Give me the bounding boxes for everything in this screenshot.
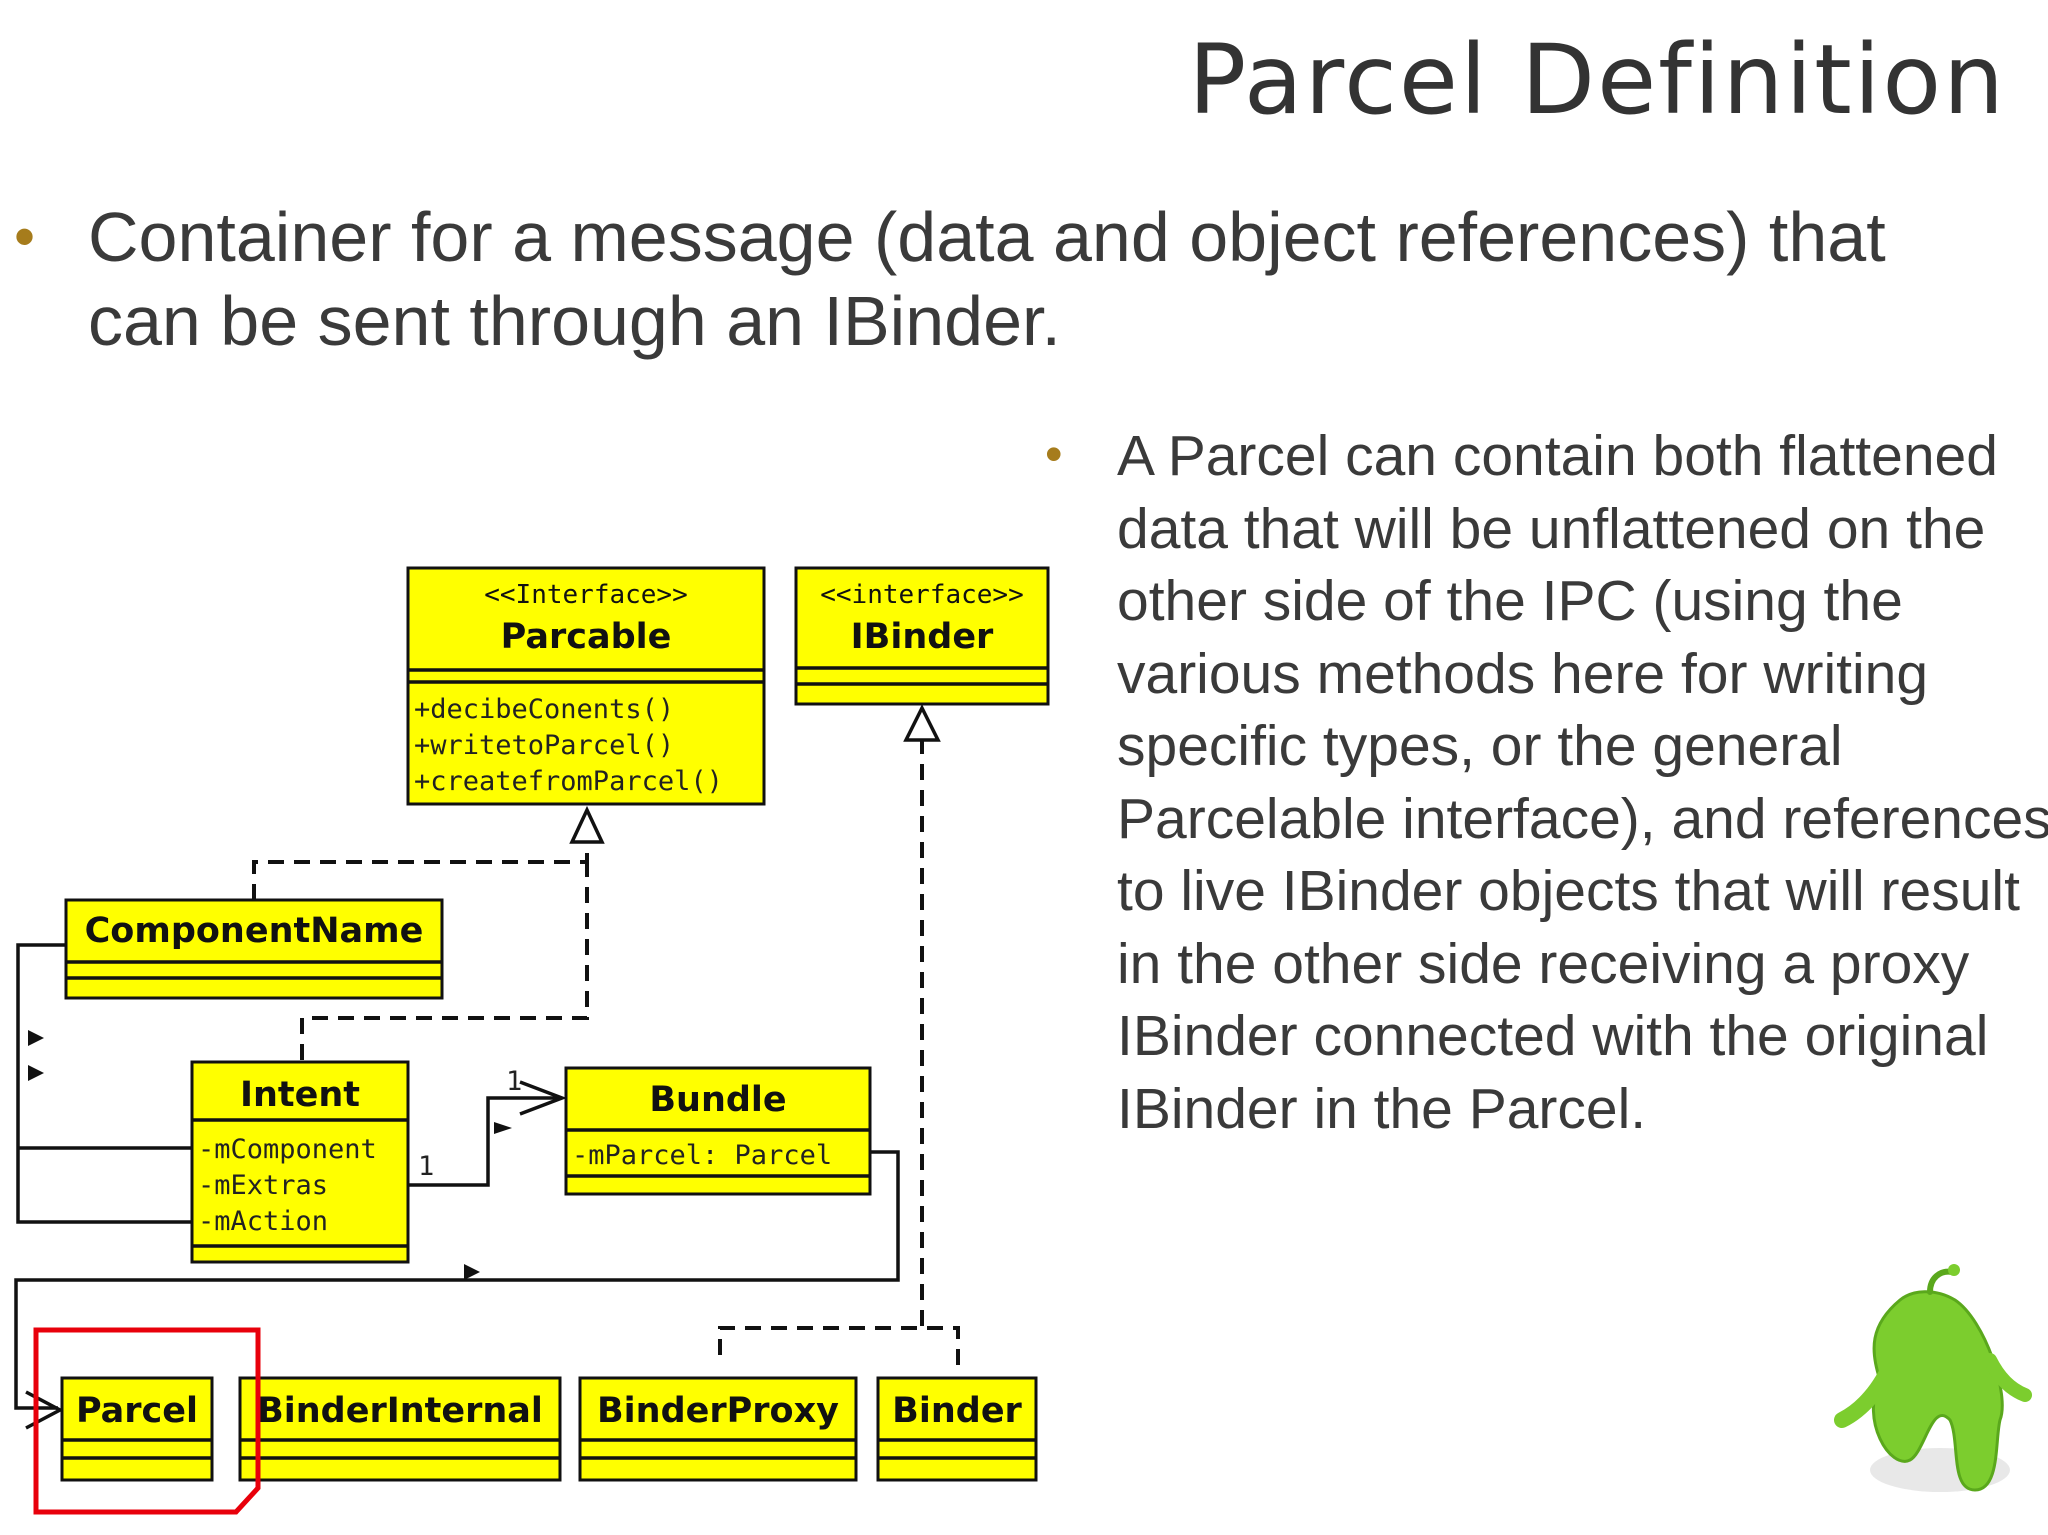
android-ghost-mascot-icon [1834,1264,2032,1492]
class-intent: Intent -mComponent -mExtras -mAction [190,1060,410,1264]
bundle-parcel-association [14,1150,900,1410]
svg-text:BinderInternal: BinderInternal [257,1391,543,1431]
svg-text:-mComponent: -mComponent [198,1134,377,1165]
svg-text:+createfromParcel(): +createfromParcel() [414,766,723,797]
componentname-intent-link [16,943,192,1224]
svg-text:<<Interface>>: <<Interface>> [484,580,688,610]
main-bullet-text: Container for a message (data and object… [88,198,1886,360]
svg-text:Parcel: Parcel [76,1391,198,1431]
svg-text:<<interface>>: <<interface>> [820,580,1024,610]
class-binder: Binder [876,1376,1038,1482]
link-arrowhead [28,1030,44,1046]
association-direction-mark [464,1264,480,1280]
class-parcel: Parcel [60,1376,214,1482]
ibinder-realization-arrowhead [903,704,941,742]
svg-text:-mAction: -mAction [198,1206,328,1237]
intent-realization-line [300,862,589,1060]
svg-text:+writetoParcel(): +writetoParcel() [414,730,674,761]
multiplicity-intent: 1 [418,1151,434,1182]
parcel-highlight-box [33,1327,261,1515]
association-direction-mark [494,1122,512,1134]
svg-text:Bundle: Bundle [649,1080,786,1120]
svg-text:Intent: Intent [240,1075,360,1115]
svg-text:-mExtras: -mExtras [198,1170,328,1201]
link-arrowhead [28,1065,44,1081]
svg-text:IBinder: IBinder [851,617,994,657]
svg-text:-mParcel: Parcel: -mParcel: Parcel [572,1140,832,1171]
parcel-association-arrowhead [25,1390,64,1430]
intent-bundle-association [408,1096,560,1187]
multiplicity-bundle: 1 [506,1066,522,1097]
class-componentname: ComponentName [64,898,444,1000]
binder-realization-branch [718,1326,960,1372]
slide-title: Parcel Definition [1188,24,2006,136]
class-binderproxy: BinderProxy [578,1376,858,1482]
class-binderinternal: BinderInternal [238,1376,562,1482]
class-ibinder: <<interface>> IBinder [794,566,1050,706]
componentname-realization-line [252,820,589,900]
svg-text:+decibeConents(): +decibeConents() [414,694,674,725]
bullet-marker: • [14,203,36,270]
association-arrowhead [519,1080,567,1116]
svg-text:BinderProxy: BinderProxy [597,1391,839,1431]
class-parcable: <<Interface>> Parcable +decibeConents() … [406,566,766,806]
class-bundle: Bundle -mParcel: Parcel [564,1066,872,1196]
side-bullet-text: A Parcel can contain both flattened data… [1117,424,2048,1141]
parcable-realization-arrowhead [569,805,605,844]
bullet-marker: • [1045,426,1063,482]
svg-text:Binder: Binder [892,1391,1022,1431]
svg-text:ComponentName: ComponentName [85,911,424,951]
svg-text:Parcable: Parcable [501,617,672,657]
